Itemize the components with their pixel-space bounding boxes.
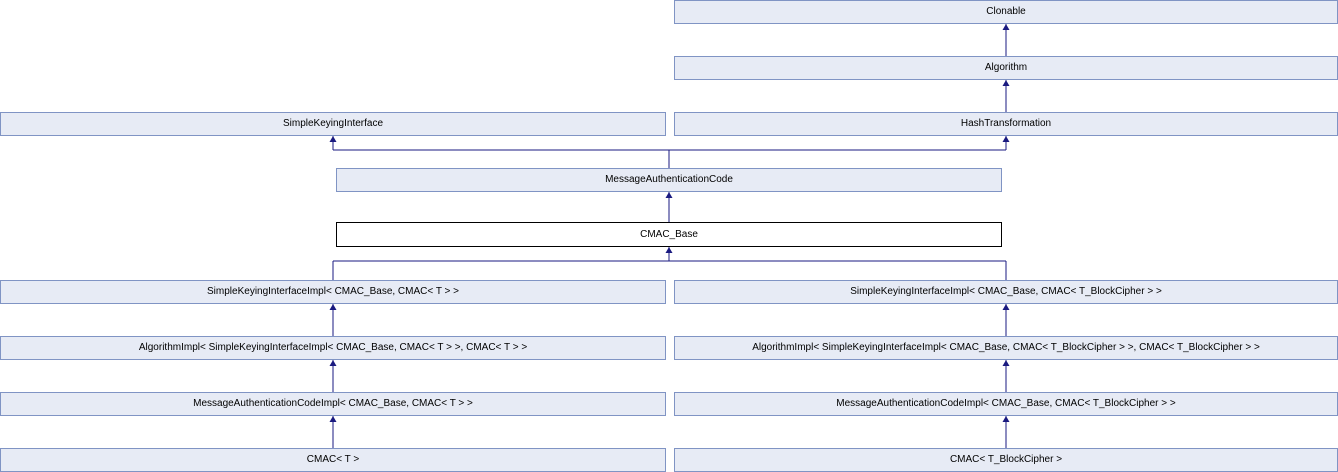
- inheritance-edge-to-ski-impl-bc: [1002, 304, 1010, 336]
- class-node-mac-impl-t[interactable]: MessageAuthenticationCodeImpl< CMAC_Base…: [0, 392, 666, 416]
- class-node-label: CMAC< T >: [306, 454, 360, 465]
- class-node-cmac-bc[interactable]: CMAC< T_BlockCipher >: [674, 448, 1338, 472]
- inheritance-edge-to-message-authentication-code: [665, 192, 673, 222]
- class-node-label: Clonable: [986, 6, 1026, 17]
- inheritance-edge-to-cmac-base: [332, 247, 1007, 280]
- class-node-label: MessageAuthenticationCodeImpl< CMAC_Base…: [836, 398, 1176, 409]
- class-node-mac-impl-bc[interactable]: MessageAuthenticationCodeImpl< CMAC_Base…: [674, 392, 1338, 416]
- class-node-ski-impl-t[interactable]: SimpleKeyingInterfaceImpl< CMAC_Base, CM…: [0, 280, 666, 304]
- class-node-ski-impl-bc[interactable]: SimpleKeyingInterfaceImpl< CMAC_Base, CM…: [674, 280, 1338, 304]
- inheritance-edge-to-clonable: [1002, 24, 1010, 56]
- class-node-label: MessageAuthenticationCodeImpl< CMAC_Base…: [193, 398, 473, 409]
- class-node-hash-transformation[interactable]: HashTransformation: [674, 112, 1338, 136]
- inheritance-edge-to-algo-impl-t: [329, 360, 337, 392]
- class-node-label: SimpleKeyingInterfaceImpl< CMAC_Base, CM…: [850, 286, 1162, 297]
- inheritance-edge-to-ski-impl-t: [329, 304, 337, 336]
- class-node-algo-impl-bc[interactable]: AlgorithmImpl< SimpleKeyingInterfaceImpl…: [674, 336, 1338, 360]
- class-node-label: CMAC_Base: [640, 228, 698, 240]
- class-node-simple-keying-interface[interactable]: SimpleKeyingInterface: [0, 112, 666, 136]
- inheritance-edge-to-algorithm: [1002, 80, 1010, 112]
- class-node-clonable[interactable]: Clonable: [674, 0, 1338, 24]
- class-node-cmac-base[interactable]: CMAC_Base: [336, 222, 1002, 247]
- class-node-algorithm[interactable]: Algorithm: [674, 56, 1338, 80]
- class-node-label: CMAC< T_BlockCipher >: [949, 454, 1063, 465]
- class-node-label: MessageAuthenticationCode: [605, 174, 733, 185]
- class-node-algo-impl-t[interactable]: AlgorithmImpl< SimpleKeyingInterfaceImpl…: [0, 336, 666, 360]
- class-node-label: SimpleKeyingInterface: [282, 118, 384, 129]
- class-node-label: AlgorithmImpl< SimpleKeyingInterfaceImpl…: [138, 342, 528, 353]
- inheritance-edge-multi-message-authentication-code: [329, 136, 1010, 168]
- inheritance-edge-to-mac-impl-bc: [1002, 416, 1010, 448]
- inheritance-edge-to-algo-impl-bc: [1002, 360, 1010, 392]
- class-node-cmac-t[interactable]: CMAC< T >: [0, 448, 666, 472]
- class-node-label: AlgorithmImpl< SimpleKeyingInterfaceImpl…: [752, 342, 1260, 353]
- inheritance-edge-to-mac-impl-t: [329, 416, 337, 448]
- class-node-label: Algorithm: [984, 62, 1028, 73]
- class-node-label: HashTransformation: [960, 118, 1052, 129]
- class-node-message-authentication-code[interactable]: MessageAuthenticationCode: [336, 168, 1002, 192]
- class-node-label: SimpleKeyingInterfaceImpl< CMAC_Base, CM…: [207, 286, 459, 297]
